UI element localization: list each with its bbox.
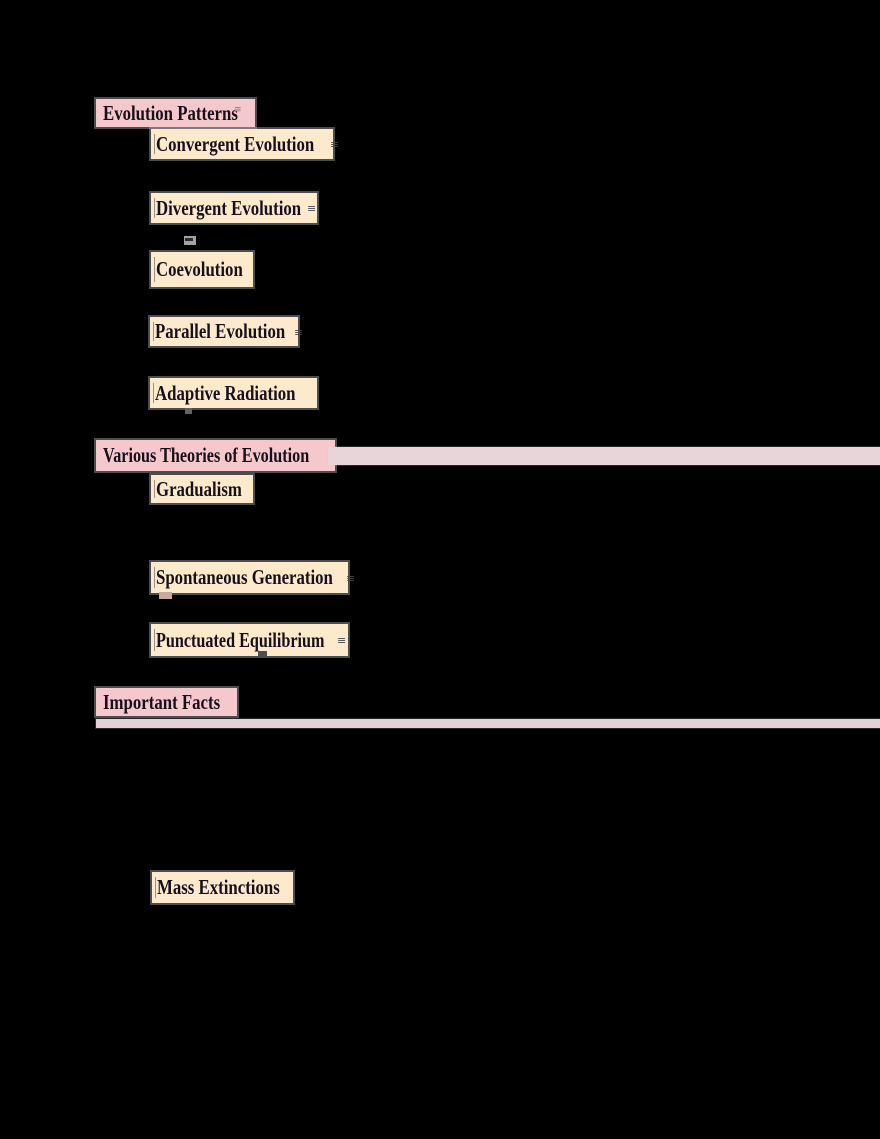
heading-various-theories-of-evolution: Various Theories of Evolution — [96, 440, 335, 471]
heading-text: Various Theories of Evolution — [103, 443, 310, 467]
heading-text: Important Facts — [103, 689, 221, 714]
heading-divergent-evolution: Divergent Evolution — [151, 193, 317, 223]
heading-text: Punctuated Equilibrium — [156, 627, 325, 652]
heading-spontaneous-generation: Spontaneous Generation — [151, 562, 348, 593]
heading-adaptive-radiation: Adaptive Radiation — [150, 378, 317, 408]
heading-text: Spontaneous Generation — [156, 565, 333, 589]
section-highlight-bar — [96, 719, 880, 728]
heading-text: Mass Extinctions — [157, 875, 280, 899]
heading-parallel-evolution: Parallel Evolution — [150, 317, 298, 346]
heading-text: Convergent Evolution — [156, 131, 315, 156]
paragraph-mark-icon: ≡ — [307, 202, 316, 215]
heading-text: Evolution Patterns — [103, 100, 238, 125]
heading-text: Coevolution — [156, 257, 243, 281]
heading-coevolution: Coevolution — [151, 252, 253, 287]
paragraph-mark-icon: ≡ — [330, 138, 339, 151]
heading-text: Adaptive Radiation — [155, 380, 296, 405]
heading-text: Divergent Evolution — [156, 195, 302, 220]
paragraph-mark-icon: ≡ — [337, 634, 346, 647]
anchor-residue-mark — [185, 408, 192, 414]
heading-mass-extinctions: Mass Extinctions — [152, 872, 293, 903]
heading-text: Parallel Evolution — [155, 319, 286, 343]
heading-convergent-evolution: Convergent Evolution — [151, 129, 333, 159]
anchor-residue-mark — [159, 592, 172, 599]
section-highlight-bar — [328, 447, 880, 465]
paragraph-mark-icon: ≡ — [346, 572, 355, 585]
anchor-residue-mark — [258, 651, 267, 657]
heading-important-facts: Important Facts — [96, 688, 237, 716]
object-anchor-icon — [184, 236, 196, 245]
paragraph-mark-icon: ≡ — [234, 105, 241, 115]
heading-punctuated-equilibrium: Punctuated Equilibrium — [151, 624, 348, 656]
heading-gradualism: Gradualism — [151, 475, 253, 503]
heading-text: Gradualism — [156, 476, 242, 501]
paragraph-mark-icon: ≡ — [294, 326, 303, 339]
heading-evolution-patterns: Evolution Patterns — [96, 99, 255, 127]
